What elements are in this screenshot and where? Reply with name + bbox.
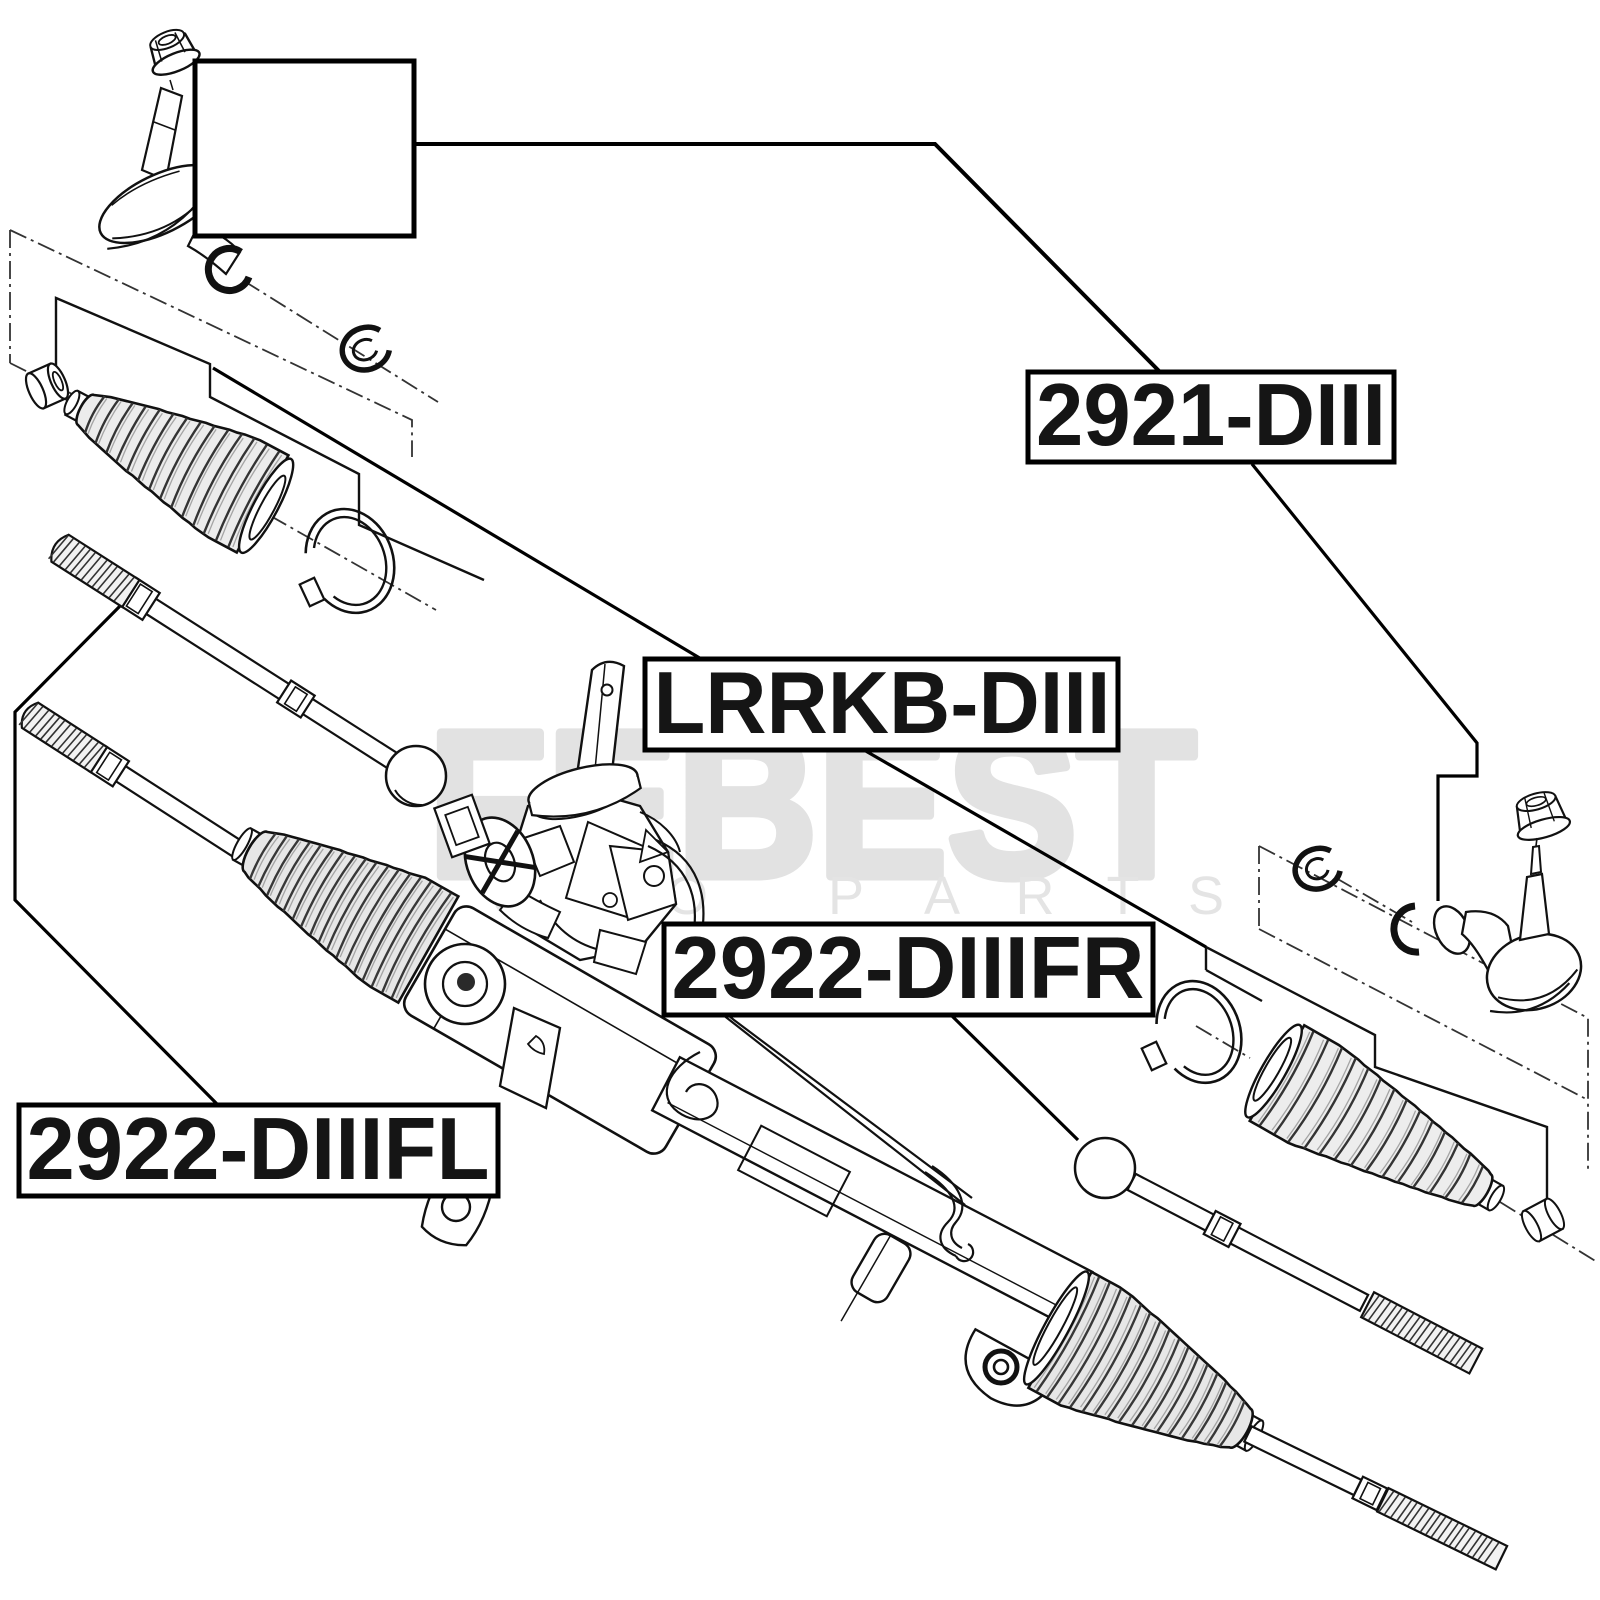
svg-text:2922-DIIIFL: 2922-DIIIFL [27, 1099, 490, 1198]
svg-text:T: T [1107, 866, 1140, 926]
svg-text:P: P [828, 866, 864, 926]
svg-text:LRRKB-DIII: LRRKB-DIII [654, 653, 1111, 752]
svg-text:2921-DIII: 2921-DIII [1036, 365, 1386, 464]
svg-text:2922-DIIIFR: 2922-DIIIFR [672, 918, 1145, 1017]
svg-text:A: A [924, 866, 960, 926]
svg-text:S: S [1188, 866, 1224, 926]
svg-text:R: R [1016, 866, 1055, 926]
